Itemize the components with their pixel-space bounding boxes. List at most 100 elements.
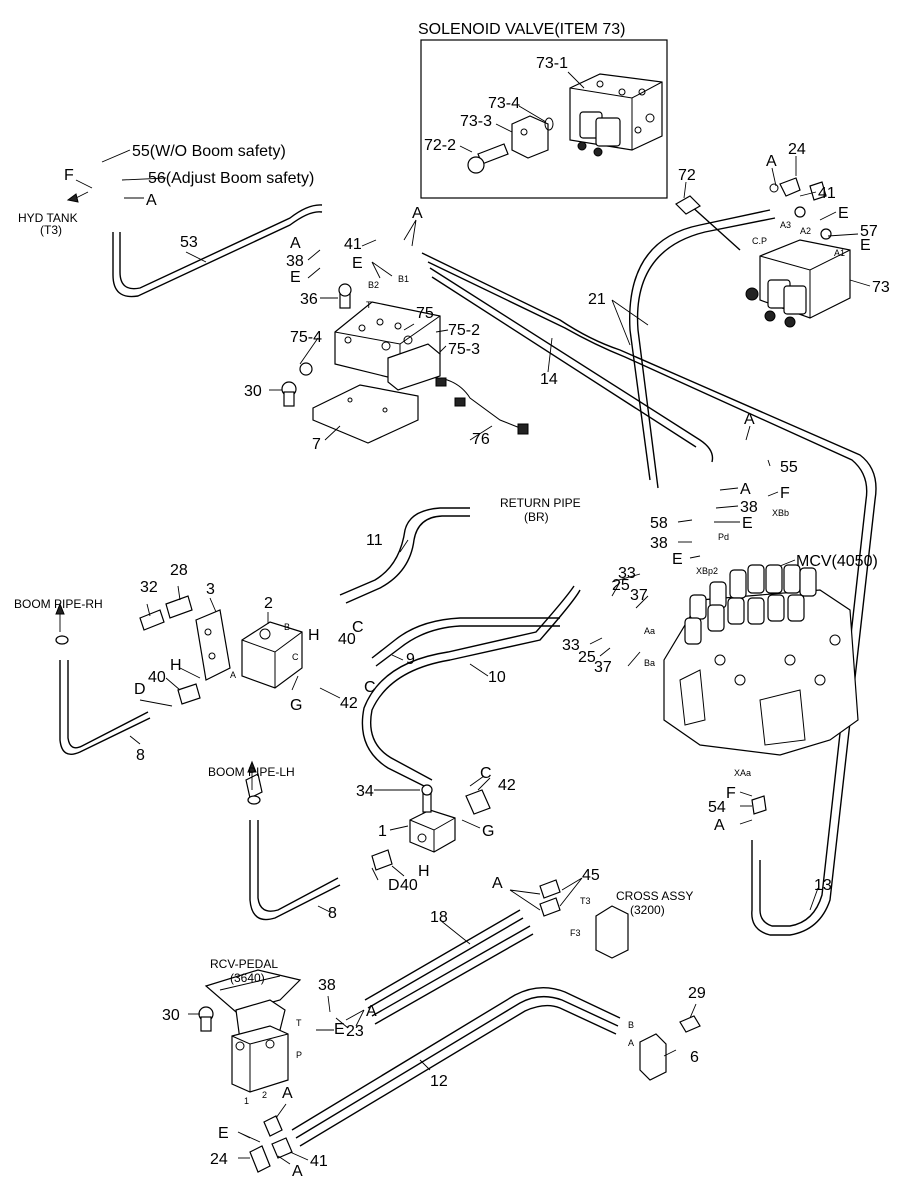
callout-f-top: F	[64, 167, 74, 184]
cross-assy-number: (3200)	[630, 903, 665, 917]
block-2	[139, 595, 303, 705]
valve-75	[281, 283, 529, 444]
callout-12: 12	[430, 1073, 448, 1090]
callout-10: 10	[488, 669, 506, 686]
port-2: 2	[262, 1090, 267, 1100]
inset-title: SOLENOID VALVE(ITEM 73)	[418, 21, 625, 38]
callout-75: 75	[416, 305, 434, 322]
br-label: (BR)	[524, 510, 549, 524]
callout-8b: 8	[328, 905, 337, 922]
callout-42a: 42	[340, 695, 358, 712]
hose-53	[112, 211, 323, 298]
port-t: T	[366, 300, 372, 310]
callout-a-23: A	[366, 1003, 377, 1020]
callout-3: 3	[206, 581, 215, 598]
callout-7: 7	[312, 436, 321, 453]
t3-label: (T3)	[40, 223, 62, 237]
callout-34: 34	[356, 783, 374, 800]
callout-40a: 40	[338, 631, 356, 648]
port-p-b: P	[296, 1050, 302, 1060]
callout-a-r: A	[766, 153, 777, 170]
callout-a-b: A	[714, 817, 725, 834]
hose-12	[291, 987, 621, 1131]
callout-45: 45	[582, 867, 600, 884]
callout-labels: 55(W/O Boom safety) 56(Adjust Boom safet…	[14, 141, 890, 1180]
callout-75-3: 75-3	[448, 341, 480, 358]
callout-75-2: 75-2	[448, 322, 480, 339]
cross-assy-label: CROSS ASSY	[616, 889, 693, 903]
callout-a-bot: A	[282, 1085, 293, 1102]
port-a3: A3	[780, 220, 791, 230]
callout-18: 18	[430, 909, 448, 926]
callout-e-r1: E	[838, 205, 849, 222]
callout-37a: 37	[630, 587, 648, 604]
callout-a-mid: A	[412, 205, 423, 222]
boom-pipe-rh-label: BOOM PIPE-RH	[14, 597, 103, 611]
rcv-pedal-number: (3640)	[230, 971, 265, 985]
callout-e-r2: E	[860, 237, 871, 254]
solenoid-valve-73	[675, 177, 851, 328]
mcv-4050	[663, 564, 859, 756]
callout-54: 54	[708, 799, 726, 816]
callout-e-mid2: E	[352, 255, 363, 272]
callout-38-mid: 38	[286, 253, 304, 270]
callout-41-mid: 41	[344, 236, 362, 253]
callout-a-mid2: A	[290, 235, 301, 252]
callout-55-r: 55	[780, 459, 798, 476]
block-1	[371, 784, 491, 871]
callout-24b: 24	[210, 1151, 228, 1168]
callout-d-b: D	[388, 877, 400, 894]
port-xbb: XBb	[772, 508, 789, 518]
callout-42b: 42	[498, 777, 516, 794]
callout-c-a: C	[352, 619, 364, 636]
callout-f-r: F	[780, 485, 790, 502]
callout-38-r2: 38	[650, 535, 668, 552]
callout-h-c: H	[418, 863, 430, 880]
callout-53: 53	[180, 234, 198, 251]
hose-9	[371, 617, 560, 659]
callout-73: 73	[872, 279, 890, 296]
callout-29: 29	[688, 985, 706, 1002]
callout-21: 21	[588, 291, 606, 308]
port-a: A	[230, 670, 236, 680]
callout-32: 32	[140, 579, 158, 596]
callout-38b: 38	[318, 977, 336, 994]
port-cp: C.P	[752, 236, 767, 246]
port-t3b: T3	[580, 896, 591, 906]
callout-h-a: H	[308, 627, 320, 644]
callout-11: 11	[366, 532, 383, 549]
callout-33a: 33	[618, 565, 636, 582]
callout-d-a: D	[134, 681, 146, 698]
port-xbp2: XBp2	[696, 566, 718, 576]
callout-23: 23	[346, 1023, 364, 1040]
callout-a-55: A	[744, 411, 755, 428]
callout-58: 58	[650, 515, 668, 532]
item-6	[639, 1015, 701, 1081]
callout-36: 36	[300, 291, 318, 308]
callout-28: 28	[170, 562, 188, 579]
port-pd: Pd	[718, 532, 729, 542]
port-b1: B1	[398, 274, 409, 284]
hose-18	[364, 909, 521, 1001]
callout-f-b: F	[726, 785, 736, 802]
callout-72: 72	[678, 167, 696, 184]
callout-h-b: H	[170, 657, 182, 674]
hose-8-lh	[249, 820, 341, 921]
callout-6: 6	[690, 1049, 699, 1066]
port-b-6: B	[628, 1020, 634, 1030]
port-aa: Aa	[644, 626, 655, 636]
boom-pipe-lh-label: BOOM PIPE-LH	[208, 765, 295, 779]
port-ba: Ba	[644, 658, 655, 668]
callout-30b: 30	[162, 1007, 180, 1024]
callout-75-4: 75-4	[290, 329, 322, 346]
callout-25a: 25	[612, 577, 630, 594]
callout-e-mid: E	[290, 269, 301, 286]
hose-11	[339, 507, 470, 596]
callout-57: 57	[860, 223, 878, 240]
hose-14	[421, 252, 877, 936]
callout-40b: 40	[148, 669, 166, 686]
mcv-label: MCV(4050)	[796, 553, 878, 570]
port-b2: B2	[368, 280, 379, 290]
callout-55-top: 55(W/O Boom safety)	[132, 143, 286, 160]
